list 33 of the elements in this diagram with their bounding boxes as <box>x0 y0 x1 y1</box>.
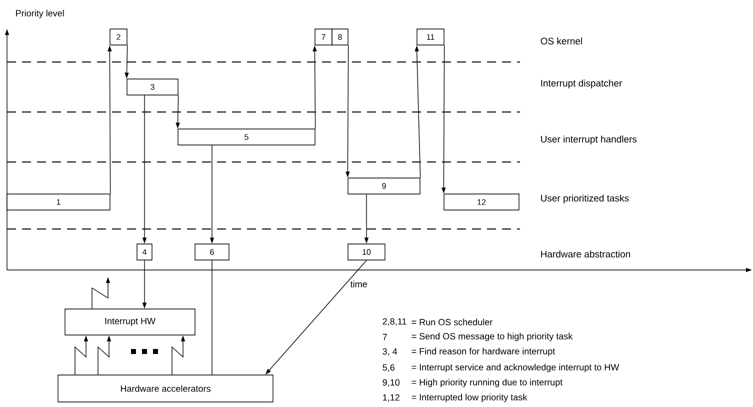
key-numbers: 7 <box>382 334 387 340</box>
task-box: 6 <box>194 244 230 260</box>
key-numbers: 2,8,11 <box>382 318 406 326</box>
task-box: 7 <box>314 28 332 46</box>
task-box: 3 <box>126 78 178 96</box>
key-description: = Find reason for hardware interrupt <box>412 348 556 356</box>
key-numbers: 1,12 <box>383 394 400 402</box>
task-box: 4 <box>136 244 152 260</box>
hardware-box: Interrupt HW <box>64 308 196 336</box>
lane-label: OS kernel <box>540 38 582 44</box>
task-box: 9 <box>348 178 420 194</box>
lane-label: User interrupt handlers <box>541 136 637 144</box>
task-box: 12 <box>444 194 520 210</box>
task-box: 8 <box>332 28 348 46</box>
key-description: = Interrupt service and acknowledge interrupt to HW <box>412 364 620 372</box>
key-numbers: 5,6 <box>382 364 394 372</box>
key-description: = Run OS scheduler <box>412 318 492 326</box>
key-description: = High priority running due to interrupt <box>412 378 563 388</box>
key-numbers: 3, 4 <box>382 348 398 356</box>
axis-title: Priority level <box>16 10 64 18</box>
task-box: 11 <box>416 28 444 46</box>
task-box: 5 <box>178 128 316 146</box>
task-box: 10 <box>348 244 386 260</box>
lane-label: Hardware abstraction <box>541 250 630 258</box>
task-box: 1 <box>6 194 110 210</box>
hardware-box: Hardware accelerators <box>58 374 274 402</box>
lane-label: Interrupt dispatcher <box>541 80 622 88</box>
axis-title: time <box>350 280 367 288</box>
key-numbers: 9,10 <box>382 379 400 387</box>
key-description: = Send OS message to high priority task <box>412 332 573 342</box>
task-box: 2 <box>110 28 128 46</box>
lane-label: User prioritized tasks <box>541 194 629 204</box>
key-description: = Interrupted low priority task <box>412 394 528 402</box>
